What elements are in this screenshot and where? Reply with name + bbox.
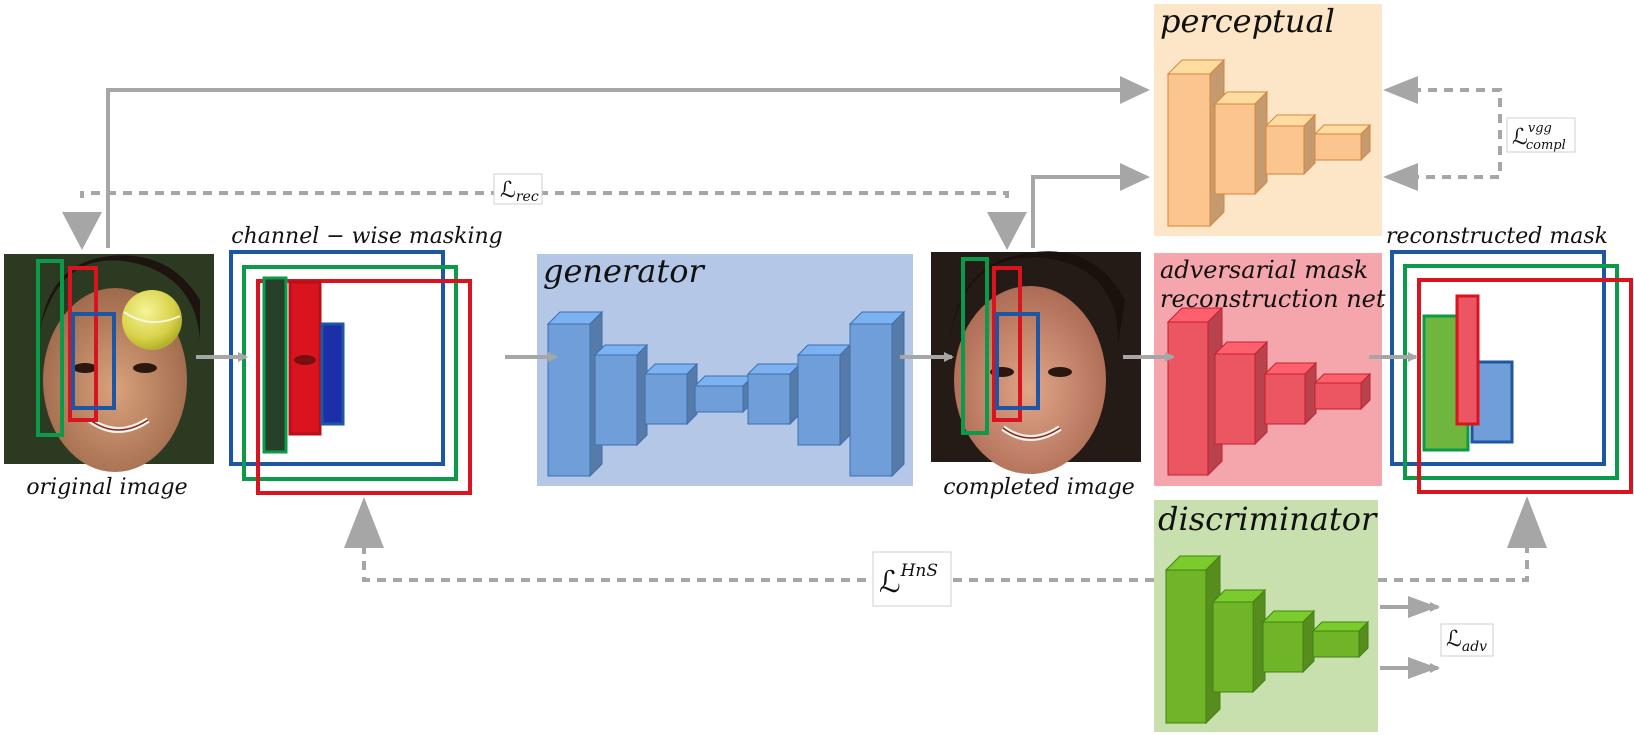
network-block	[1254, 90, 1268, 196]
loss-adv-box	[1440, 623, 1494, 657]
network-block	[849, 323, 893, 477]
arrowheads	[62, 76, 1547, 679]
mask-blue	[71, 312, 116, 410]
perceptual-network	[1166, 58, 1372, 228]
network-block	[1212, 601, 1254, 693]
arrows	[106, 85, 1440, 673]
completed-image	[931, 251, 1141, 474]
network-block	[747, 373, 791, 425]
network-block	[1358, 620, 1369, 659]
loss-hns-box	[872, 551, 952, 607]
network-block	[1167, 321, 1209, 476]
perceptual-label: perceptual	[1160, 2, 1335, 40]
network-block	[1360, 372, 1371, 411]
channel-wise-masking-label: channel − wise masking	[231, 224, 502, 249]
network-block	[1304, 361, 1317, 426]
discriminator-label: discriminator	[1158, 500, 1378, 538]
network-block	[1360, 123, 1371, 162]
loss-rec: ℒrec	[500, 178, 539, 205]
network-block	[1265, 125, 1305, 175]
adversarial-network	[1166, 306, 1372, 477]
network-block	[1262, 621, 1304, 673]
loss-vgg-box	[1506, 117, 1576, 153]
network-block	[1314, 133, 1362, 161]
network-block	[1252, 588, 1266, 694]
generator-network	[546, 310, 906, 478]
loss-hns: ℒHnS	[879, 561, 938, 600]
network-block	[1214, 103, 1256, 195]
network-block	[1264, 373, 1306, 425]
adversarial-label-2: reconstruction net	[1160, 285, 1386, 313]
mask-red	[68, 266, 98, 422]
arrow	[1031, 172, 1147, 248]
network-block	[1312, 630, 1360, 658]
discriminator-network	[1164, 554, 1370, 725]
network-block	[1214, 353, 1256, 445]
network-block	[1302, 609, 1315, 674]
reconstructed-mask-label: reconstructed mask	[1386, 224, 1608, 249]
network-block	[1303, 113, 1316, 176]
generator-label: generator	[543, 252, 705, 290]
original-image-label: original image	[26, 475, 187, 500]
network-block	[839, 343, 851, 447]
channel-wise-masking	[229, 250, 472, 495]
network-block	[644, 373, 688, 425]
original-image	[4, 254, 214, 472]
loss-adv: ℒadv	[1446, 627, 1487, 655]
network-block	[891, 310, 905, 478]
network-block	[1165, 569, 1207, 724]
network-block	[694, 385, 744, 413]
reconstructed-mask	[1390, 250, 1633, 494]
tennis-ball-icon	[122, 290, 182, 350]
network-block	[797, 354, 841, 446]
loss-rec-box	[493, 173, 543, 205]
network-block	[547, 323, 591, 477]
network-block	[594, 354, 638, 446]
network-block	[1167, 73, 1211, 227]
adversarial-label-1: adversarial mask	[1160, 256, 1368, 284]
mask-green	[36, 259, 64, 437]
network-block	[1314, 382, 1362, 410]
arrow	[106, 85, 1147, 248]
network-block	[1254, 340, 1268, 446]
completed-image-label: completed image	[943, 475, 1135, 500]
